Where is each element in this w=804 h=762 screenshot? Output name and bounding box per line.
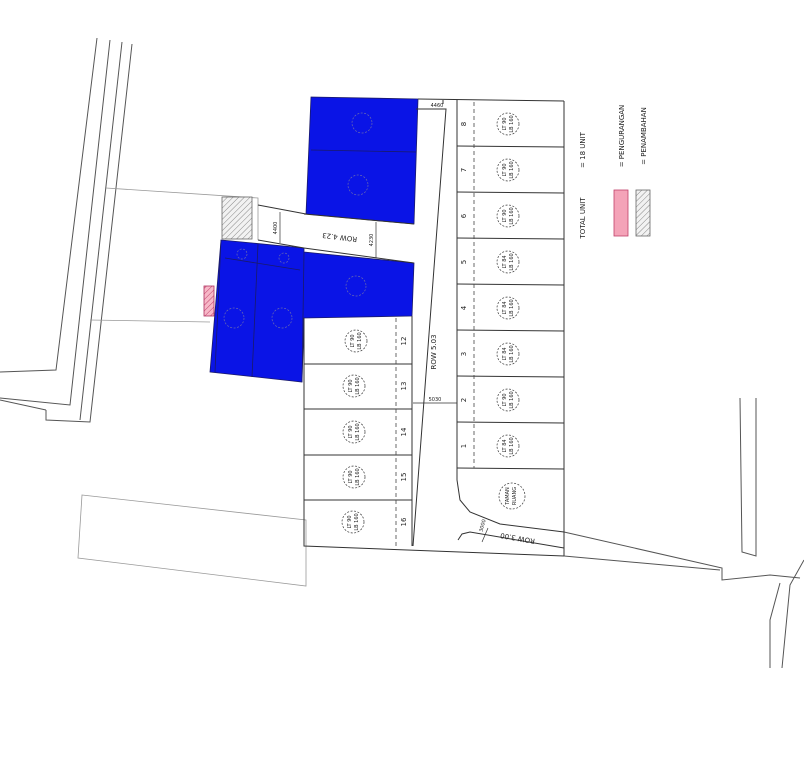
- lot-tag-line1: LT 90: [348, 470, 354, 483]
- legend: TOTAL UNIT = 18 UNIT = PENGURANGAN = PEN…: [579, 105, 651, 240]
- left-lot-15[interactable]: LT 90 LB 160 15: [342, 465, 408, 489]
- right-lot-3[interactable]: 3 LT 84 LB 160: [460, 342, 520, 366]
- setback-lines: [395, 102, 475, 546]
- lot-tag-line1: LT 90: [350, 334, 356, 347]
- dimension-lines: [279, 212, 489, 543]
- legend-reduction-swatch: [613, 189, 629, 237]
- exit-row-label: ROW 3.00: [500, 531, 536, 545]
- legend-addition-swatch: [635, 189, 651, 237]
- lot-number: 2: [460, 398, 468, 402]
- lot-tag-line1: LT 84: [502, 255, 508, 268]
- right-lot-2[interactable]: 2 LT 90 LB 160: [460, 388, 520, 412]
- upper-row-label: ROW 4.23: [322, 231, 358, 243]
- park-line1: TAMAN: [505, 487, 511, 506]
- lot-tag-line1: LT 90: [347, 515, 353, 528]
- legend-total-value: = 18 UNIT: [579, 131, 587, 168]
- blue-blocks: [209, 96, 419, 383]
- neighbour-parcels: [77, 187, 307, 587]
- lot-tag-line2: LB 160: [355, 423, 361, 440]
- right-lot-4[interactable]: 4 LT 84 LB 160: [460, 296, 520, 320]
- lot-tag-line2: LB 160: [509, 299, 515, 316]
- right-lot-1[interactable]: 1 LT 84 LB 160: [460, 434, 520, 458]
- lot-tag-line2: LB 160: [355, 468, 361, 485]
- left-lot-14[interactable]: LT 90 LB 160 14: [342, 420, 408, 444]
- lot-tag-line2: LB 160: [355, 377, 361, 394]
- existing-road-bottom: [563, 397, 804, 669]
- right-lot-5[interactable]: 5 LT 84 LB 160: [460, 250, 520, 274]
- park-area[interactable]: TAMAN RUANG: [498, 482, 526, 510]
- lot-tag-line1: LT 90: [348, 425, 354, 438]
- lot-tag-line1: LT 90: [502, 393, 508, 406]
- lot-tag-line1: LT 90: [502, 209, 508, 222]
- left-lot-16[interactable]: LT 90 LB 160 16: [341, 510, 408, 534]
- blue-block-top: [305, 96, 419, 225]
- left-lot-12[interactable]: LT 90 LB 160 12: [344, 329, 408, 353]
- lot-number: 4: [460, 305, 468, 310]
- left-lot-13[interactable]: LT 90 LB 160 13: [342, 374, 408, 398]
- existing-road-left: [0, 37, 133, 423]
- lot-tag-line1: LT 90: [348, 379, 354, 392]
- lot-tag-line1: LT 84: [502, 439, 508, 452]
- lot-number: 16: [400, 517, 408, 526]
- lot-tag-line1: LT 84: [502, 347, 508, 360]
- lot-tag-line1: LT 84: [502, 301, 508, 314]
- legend-total-label: TOTAL UNIT: [579, 197, 587, 240]
- legend-reduction-label: = PENGURANGAN: [618, 105, 626, 168]
- top-width-label: 4460: [431, 103, 444, 109]
- blue-block-tags: [223, 112, 373, 329]
- lot-number: 6: [460, 213, 468, 218]
- upper-row-width-b: 4230: [369, 234, 375, 247]
- main-row-label: ROW 5.03: [430, 334, 438, 369]
- lot-number: 14: [400, 427, 408, 436]
- lot-tag-line2: LB 160: [357, 332, 363, 349]
- lot-tag-line2: LB 160: [509, 161, 515, 178]
- blue-block-middle: [209, 239, 415, 383]
- lot-number: 8: [460, 122, 468, 126]
- lot-tag-line2: LB 160: [509, 437, 515, 454]
- lot-number: 13: [400, 382, 408, 391]
- lot-number: 3: [460, 352, 468, 356]
- exit-row-width: 3000: [478, 519, 487, 533]
- legend-addition-label: = PENAMBAHAN: [640, 107, 648, 165]
- lot-tag-line1: LT 90: [502, 163, 508, 176]
- lot-tag-line2: LB 160: [509, 207, 515, 224]
- lot-tag-line2: LB 160: [509, 253, 515, 270]
- lot-tag-line1: LT 90: [502, 117, 508, 130]
- lot-number: 7: [460, 168, 468, 172]
- main-row-width: 5030: [429, 397, 442, 403]
- lot-tag-line2: LB 160: [509, 345, 515, 362]
- lot-tag-line2: LB 160: [509, 391, 515, 408]
- upper-row-width-a: 4400: [273, 222, 279, 235]
- right-lot-8[interactable]: 8 LT 90 LB 160: [460, 112, 520, 136]
- lot-number: 15: [400, 473, 408, 482]
- addition-hatch-area: [221, 196, 253, 240]
- lot-tag-line2: LB 160: [509, 115, 515, 132]
- lot-tag-line2: LB 160: [354, 513, 360, 530]
- reduction-hatch-area: [203, 285, 215, 317]
- lot-number: 5: [460, 260, 468, 264]
- site-lines: [257, 98, 565, 557]
- lot-number: 12: [400, 337, 408, 346]
- park-line2: RUANG: [512, 487, 518, 505]
- right-lot-7[interactable]: 7 LT 90 LB 160: [460, 158, 520, 182]
- right-lot-6[interactable]: 6 LT 90 LB 160: [460, 204, 520, 228]
- lot-number: 1: [460, 444, 468, 448]
